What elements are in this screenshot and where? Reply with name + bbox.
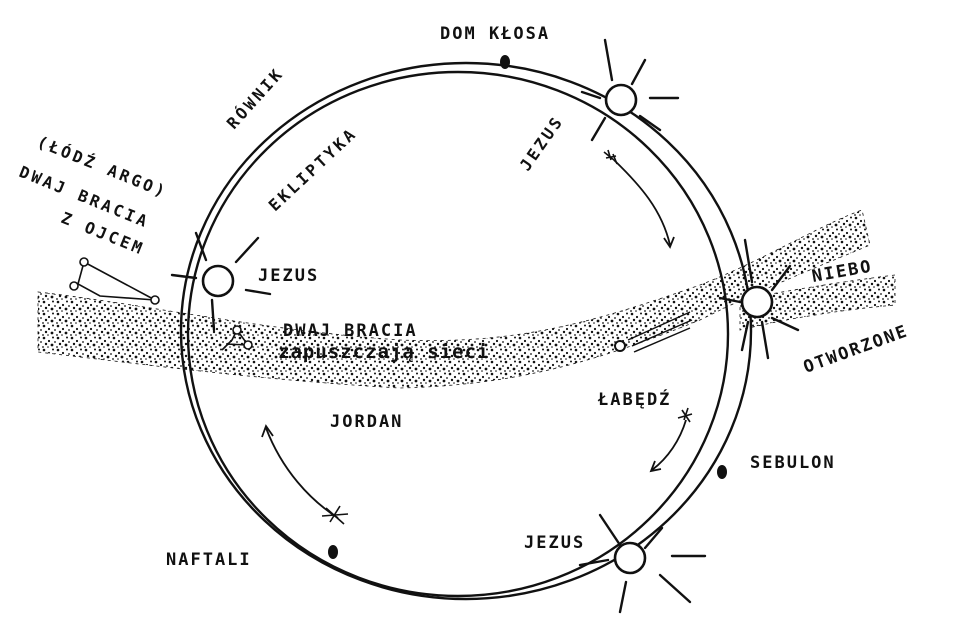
label-jezus-left: JEZUS	[258, 266, 319, 286]
label-otworzone: OTWORZONE	[801, 321, 911, 377]
constellation-icon	[69, 257, 160, 305]
naftali-marker	[328, 545, 338, 559]
swan-constellation-icon	[614, 311, 693, 353]
sun-icon	[718, 238, 800, 360]
label-dom-klosa: DOM KŁOSA	[440, 24, 550, 44]
ecliptic-ring	[186, 70, 730, 598]
arrow-icon	[649, 407, 693, 473]
sun-icon	[580, 38, 680, 142]
label-naftali: NAFTALI	[166, 550, 252, 570]
heaven-band	[739, 274, 896, 331]
sebulon-marker	[717, 465, 727, 479]
label-rownik: RÓWNIK	[223, 64, 288, 133]
label-jezus-top: JEZUS	[516, 112, 568, 175]
label-sebulon: SEBULON	[750, 453, 836, 473]
label-labedz: ŁABĘDŹ	[597, 388, 671, 410]
equator-ring	[179, 61, 753, 601]
label-dwaj-bracia: DWAJ BRACIA	[283, 321, 418, 341]
dom-klosa-marker	[500, 55, 510, 69]
label-zapuszczaja-sieci: zapuszczają sieci	[278, 341, 489, 363]
constellation-icon	[221, 325, 253, 351]
arrow-icon	[261, 424, 349, 525]
arrow-icon	[603, 149, 675, 249]
sun-icon	[170, 231, 272, 332]
label-jezus-bottom: JEZUS	[524, 533, 585, 553]
label-jordan: JORDAN	[330, 412, 403, 432]
sun-icon	[578, 513, 707, 614]
